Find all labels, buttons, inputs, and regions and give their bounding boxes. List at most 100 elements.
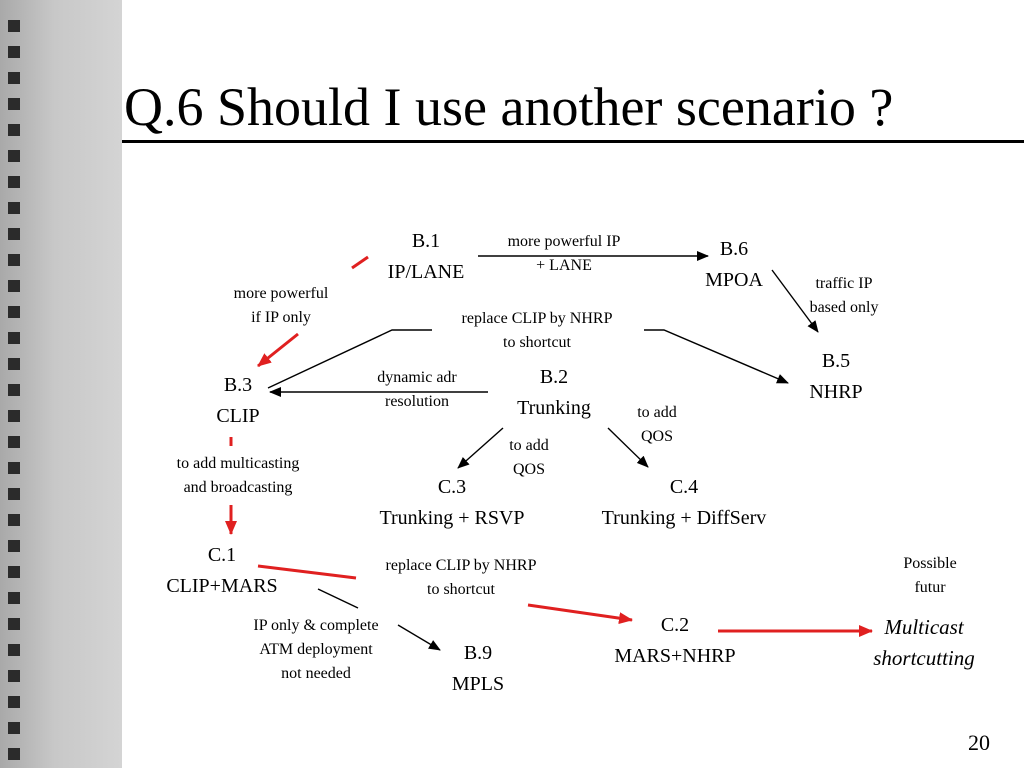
label-line: QOS (512, 461, 545, 478)
sidebar-square (8, 540, 20, 552)
label-line: QOS (640, 428, 673, 445)
label-line: to shortcut (427, 581, 495, 598)
label-line: not needed (281, 665, 351, 682)
label-line: to add (509, 437, 549, 454)
arrow-c1-b9-part2 (397, 624, 441, 651)
label-b2-c4: to add QOS (618, 401, 696, 449)
arrow-b1-b3-part2 (257, 332, 299, 368)
label-line: to add (637, 404, 677, 421)
sidebar-square (8, 72, 20, 84)
sidebar-square (8, 254, 20, 266)
node-c1: C.1 CLIP+MARS (142, 540, 302, 602)
node-b3: B.3 CLIP (188, 370, 288, 432)
node-b5-id: B.5 (821, 350, 851, 372)
node-c3-id: C.3 (437, 476, 467, 498)
node-b3-id: B.3 (223, 374, 253, 396)
sidebar-square (8, 644, 20, 656)
sidebar-square (8, 670, 20, 682)
node-c4-name: Trunking + DiffServ (601, 507, 767, 529)
node-b2-id: B.2 (539, 366, 569, 388)
slide-title: Q.6 Should I use another scenario ? (124, 77, 894, 137)
label-line: based only (809, 299, 879, 316)
sidebar-square (8, 358, 20, 370)
arrow-b3-b5 (267, 329, 432, 389)
label-line: dynamic adr (377, 369, 457, 386)
label-line: traffic IP (815, 275, 873, 292)
arrow-b2-c3 (457, 427, 504, 469)
arrow-c1-c2-part1 (257, 564, 357, 580)
sidebar-square (8, 150, 20, 162)
arrow-b2-c4 (607, 427, 649, 468)
label-b1-b6: more powerful IP + LANE (484, 230, 644, 278)
label-line: replace CLIP by NHRP (385, 557, 537, 574)
label-line: resolution (385, 393, 449, 410)
label-b2-c3: to add QOS (490, 434, 568, 482)
sidebar-square (8, 46, 20, 58)
label-line: if IP only (251, 309, 311, 326)
future-line: Multicast (884, 615, 964, 639)
decorative-sidebar (0, 0, 122, 768)
node-c1-name: CLIP+MARS (166, 575, 278, 597)
node-c4: C.4 Trunking + DiffServ (572, 472, 796, 534)
sidebar-square (8, 410, 20, 422)
node-b1-id: B.1 (411, 230, 441, 252)
label-line: Possible (903, 555, 957, 572)
label-future: Possible futur (884, 552, 976, 600)
node-b5: B.5 NHRP (786, 346, 886, 408)
page-number: 20 (968, 730, 990, 755)
sidebar-square (8, 462, 20, 474)
sidebar-square (8, 176, 20, 188)
sidebar-square (8, 20, 20, 32)
node-b5-name: NHRP (809, 381, 863, 403)
node-c3: C.3 Trunking + RSVP (350, 472, 554, 534)
label-b6-b5: traffic IP based only (792, 272, 896, 320)
sidebar-square (8, 332, 20, 344)
node-b1: B.1 IP/LANE (364, 226, 488, 288)
sidebar-square (8, 722, 20, 734)
node-c2-name: MARS+NHRP (614, 645, 736, 667)
sidebar-square (8, 306, 20, 318)
sidebar-square (8, 436, 20, 448)
label-b1-b3: more powerful if IP only (210, 282, 352, 330)
title-underline (122, 140, 1024, 143)
node-c2: C.2 MARS+NHRP (590, 610, 760, 672)
sidebar-square (8, 514, 20, 526)
sidebar-square (8, 202, 20, 214)
arrow-b3-b5-end (644, 329, 789, 384)
node-b6-name: MPOA (705, 269, 763, 291)
sidebar-square (8, 566, 20, 578)
node-c3-name: Trunking + RSVP (379, 507, 525, 529)
sidebar-square (8, 696, 20, 708)
sidebar-square (8, 98, 20, 110)
label-b3-b5: replace CLIP by NHRP to shortcut (434, 307, 640, 355)
node-b9: B.9 MPLS (428, 638, 528, 700)
sidebar-square (8, 384, 20, 396)
sidebar-square (8, 228, 20, 240)
sidebar-square (8, 280, 20, 292)
node-b3-name: CLIP (216, 405, 260, 427)
sidebar-square (8, 748, 20, 760)
arrow-b6-b5 (771, 269, 819, 333)
label-line: more powerful IP (507, 233, 621, 250)
node-b2-name: Trunking (517, 397, 591, 419)
node-b6: B.6 MPOA (684, 234, 784, 296)
label-line: ATM deployment (259, 641, 373, 658)
label-line: and broadcasting (183, 479, 293, 496)
node-b9-name: MPLS (451, 673, 505, 695)
label-c1-c2: replace CLIP by NHRP to shortcut (358, 554, 564, 602)
label-line: to shortcut (503, 334, 571, 351)
sidebar-square (8, 592, 20, 604)
node-b9-id: B.9 (463, 642, 493, 664)
arrow-c1-c2-part2 (527, 603, 633, 625)
node-c1-id: C.1 (207, 544, 237, 566)
label-b3-c1: to add multicasting and broadcasting (150, 452, 326, 500)
arrow-c1-b9-part1 (317, 588, 359, 609)
node-b6-id: B.6 (719, 238, 749, 260)
label-line: replace CLIP by NHRP (461, 310, 613, 327)
sidebar-square (8, 618, 20, 630)
node-c4-id: C.4 (669, 476, 699, 498)
label-line: more powerful (233, 285, 329, 302)
future-line: shortcutting (873, 646, 975, 670)
node-c2-id: C.2 (660, 614, 690, 636)
